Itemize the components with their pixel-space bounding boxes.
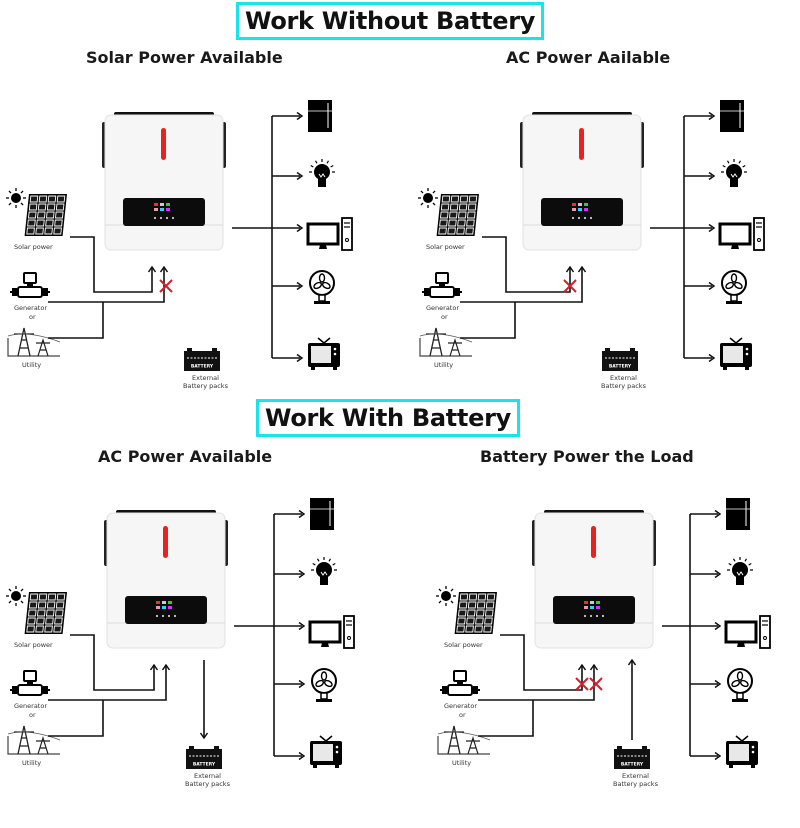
solar-panel-icon xyxy=(436,586,497,634)
diagram-canvas: BATTERY xyxy=(6,498,355,769)
fan-icon xyxy=(727,668,753,702)
utility-label: Utility xyxy=(452,759,472,767)
lcd-screen xyxy=(541,198,623,226)
computer-icon xyxy=(308,615,355,649)
battery-label-external: External xyxy=(622,772,649,780)
refrigerator-icon xyxy=(720,100,744,132)
generator-icon xyxy=(10,670,50,696)
television-icon xyxy=(726,735,758,768)
battery-label-external: External xyxy=(194,772,221,780)
battery-label-external: External xyxy=(192,374,219,382)
generator-label: Generator xyxy=(426,304,460,312)
diagram-canvas: BATTERY xyxy=(6,100,353,371)
battery-icon: BATTERY xyxy=(184,348,220,371)
television-icon xyxy=(310,735,342,768)
sun-icon xyxy=(6,586,26,606)
solar-panel-icon xyxy=(6,188,67,236)
light-bulb-icon xyxy=(727,557,753,585)
computer-icon xyxy=(718,217,765,251)
refrigerator-icon xyxy=(310,498,334,530)
battery-label-packs: Battery packs xyxy=(613,780,658,788)
solar-power-label: Solar power xyxy=(426,243,465,251)
or-label: or xyxy=(459,711,466,719)
utility-tower-icon xyxy=(437,725,491,755)
battery-label-packs: Battery packs xyxy=(601,382,646,390)
solar-power-label: Solar power xyxy=(14,641,53,649)
generator-icon xyxy=(440,670,480,696)
diagram-canvas: BATTERY xyxy=(436,498,771,769)
section-title-with-battery: Work With Battery xyxy=(256,399,520,437)
television-icon xyxy=(720,337,752,370)
utility-label: Utility xyxy=(22,361,42,369)
generator-label: Generator xyxy=(444,702,478,710)
svg-text:BATTERY: BATTERY xyxy=(621,762,644,768)
or-label: or xyxy=(29,711,36,719)
status-indicator xyxy=(161,128,166,160)
status-indicator xyxy=(163,526,168,558)
status-indicator xyxy=(591,526,596,558)
inverter xyxy=(532,510,656,649)
lcd-screen xyxy=(123,198,205,226)
lcd-screen xyxy=(553,596,635,624)
blocked-x-icon xyxy=(575,677,589,691)
blocked-x-icon xyxy=(589,677,603,691)
diagram-canvas: BATTERY xyxy=(418,100,765,371)
generator-icon xyxy=(10,272,50,298)
light-bulb-icon xyxy=(309,159,335,187)
utility-label: Utility xyxy=(22,759,42,767)
blocked-x-icon xyxy=(159,279,173,293)
computer-icon xyxy=(306,217,353,251)
panel-title-battery-power-load: Battery Power the Load xyxy=(480,447,694,466)
fan-icon xyxy=(311,668,337,702)
fan-icon xyxy=(309,270,335,304)
inverter xyxy=(520,112,644,251)
panel-title-ac-available-battery: AC Power Available xyxy=(98,447,273,466)
solar-power-label: Solar power xyxy=(444,641,483,649)
battery-icon: BATTERY xyxy=(614,746,650,769)
svg-text:BATTERY: BATTERY xyxy=(193,762,216,768)
status-indicator xyxy=(579,128,584,160)
svg-text:BATTERY: BATTERY xyxy=(609,364,632,370)
lcd-screen xyxy=(125,596,207,624)
inverter xyxy=(102,112,226,251)
battery-icon: BATTERY xyxy=(602,348,638,371)
television-icon xyxy=(308,337,340,370)
light-bulb-icon xyxy=(721,159,747,187)
battery-label-packs: Battery packs xyxy=(183,382,228,390)
generator-icon xyxy=(422,272,462,298)
inverter xyxy=(104,510,228,649)
solar-panel-icon xyxy=(6,586,67,634)
utility-tower-icon xyxy=(7,327,61,357)
utility-label: Utility xyxy=(434,361,454,369)
generator-label: Generator xyxy=(14,702,48,710)
light-bulb-icon xyxy=(311,557,337,585)
or-label: or xyxy=(441,313,448,321)
solar-power-label: Solar power xyxy=(14,243,53,251)
battery-label-external: External xyxy=(610,374,637,382)
panel-title-ac-available: AC Power Aailable xyxy=(506,48,671,67)
sun-icon xyxy=(6,188,26,208)
svg-text:BATTERY: BATTERY xyxy=(191,364,214,370)
utility-tower-icon xyxy=(7,725,61,755)
panel-title-solar-available: Solar Power Available xyxy=(86,48,283,67)
blocked-x-icon xyxy=(563,279,577,293)
utility-tower-icon xyxy=(419,327,473,357)
section-title-without-battery: Work Without Battery xyxy=(236,2,545,40)
refrigerator-icon xyxy=(308,100,332,132)
or-label: or xyxy=(29,313,36,321)
generator-label: Generator xyxy=(14,304,48,312)
sun-icon xyxy=(418,188,438,208)
refrigerator-icon xyxy=(726,498,750,530)
sun-icon xyxy=(436,586,456,606)
battery-label-packs: Battery packs xyxy=(185,780,230,788)
solar-panel-icon xyxy=(418,188,479,236)
computer-icon xyxy=(724,615,771,649)
fan-icon xyxy=(721,270,747,304)
battery-icon: BATTERY xyxy=(186,746,222,769)
